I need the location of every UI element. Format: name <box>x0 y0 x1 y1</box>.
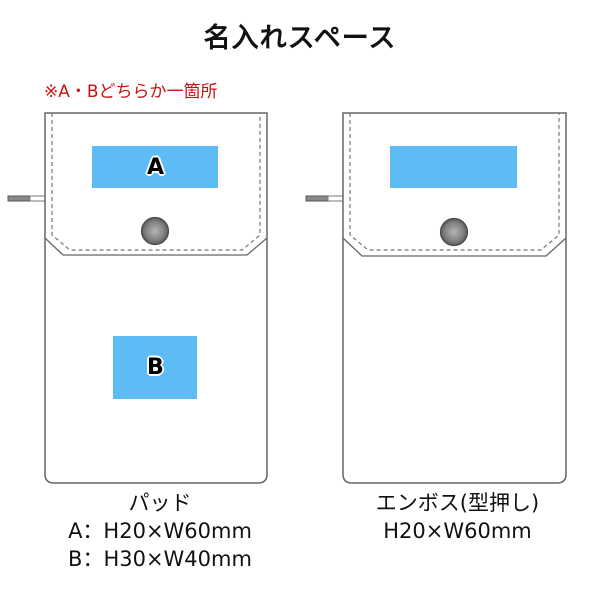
imprint-note: ※A・Bどちらか一箇所 <box>44 82 218 102</box>
pouch-body-outline <box>342 112 567 484</box>
flap-edge <box>342 237 567 257</box>
caption-spec-b: B：H30×W40mm <box>68 547 252 571</box>
caption-method: エンボス(型押し) <box>375 491 540 515</box>
pouch-left <box>7 112 268 484</box>
caption-spec-a: A：H20×W60mm <box>68 519 252 543</box>
snap-button-icon <box>439 217 469 247</box>
pouch-right <box>305 112 567 484</box>
imprint-area-a <box>92 146 218 188</box>
pouch-body-outline <box>44 112 268 484</box>
caption-spec: H20×W60mm <box>383 519 532 543</box>
imprint-label-a: A <box>147 155 165 180</box>
flap-stitching <box>51 113 261 251</box>
imprint-area-b <box>113 336 197 399</box>
caption-emboss: エンボス(型押し) H20×W60mm <box>315 489 600 545</box>
flap-stitching <box>349 113 560 251</box>
zipper-pull-icon <box>305 195 344 202</box>
zipper-pull-icon <box>7 195 46 202</box>
imprint-label-b: B <box>147 355 164 380</box>
snap-button-icon <box>140 216 170 246</box>
imprint-area-emboss <box>390 146 517 188</box>
caption-method: パッド <box>128 491 192 515</box>
page-title: 名入れスペース <box>203 23 397 54</box>
flap-edge <box>44 237 268 256</box>
caption-pad: パッド A：H20×W60mm B：H30×W40mm <box>20 489 300 573</box>
